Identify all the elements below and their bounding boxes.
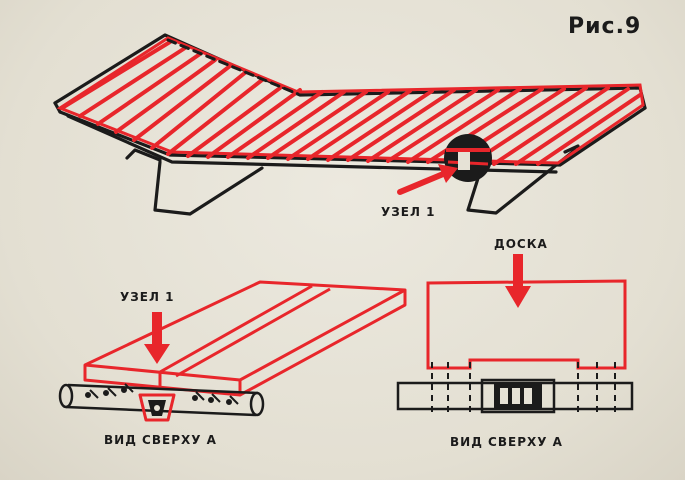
boards-pair xyxy=(83,280,407,397)
dashed-guides xyxy=(431,362,616,412)
node-1-label-bottom: УЗЕЛ 1 xyxy=(120,290,174,304)
node-1-assembly: УЗЕЛ 1 ВИД СВЕРХУ А xyxy=(58,280,407,447)
node-1-down-arrow-icon xyxy=(144,312,170,364)
view-a-label-right: ВИД СВЕРХУ А xyxy=(450,435,563,449)
folding-bed-illustration: УЗЕЛ 1 xyxy=(53,33,647,219)
board-label: ДОСКА xyxy=(494,237,548,251)
beam xyxy=(396,381,634,411)
board-down-arrow-icon xyxy=(505,254,531,308)
clamp xyxy=(138,393,176,422)
central-clamp xyxy=(480,378,556,414)
node-1-label-top: УЗЕЛ 1 xyxy=(381,205,435,219)
figure-title: Рис.9 xyxy=(568,14,641,39)
screws xyxy=(85,383,239,405)
view-a-label-left: ВИД СВЕРХУ А xyxy=(104,433,217,447)
board-outline xyxy=(426,279,627,370)
node-1-arrow-icon xyxy=(397,164,458,195)
bed-slats xyxy=(56,36,645,166)
board-assembly: ДОСКА ВИД СВЕРХУ А xyxy=(396,237,634,449)
